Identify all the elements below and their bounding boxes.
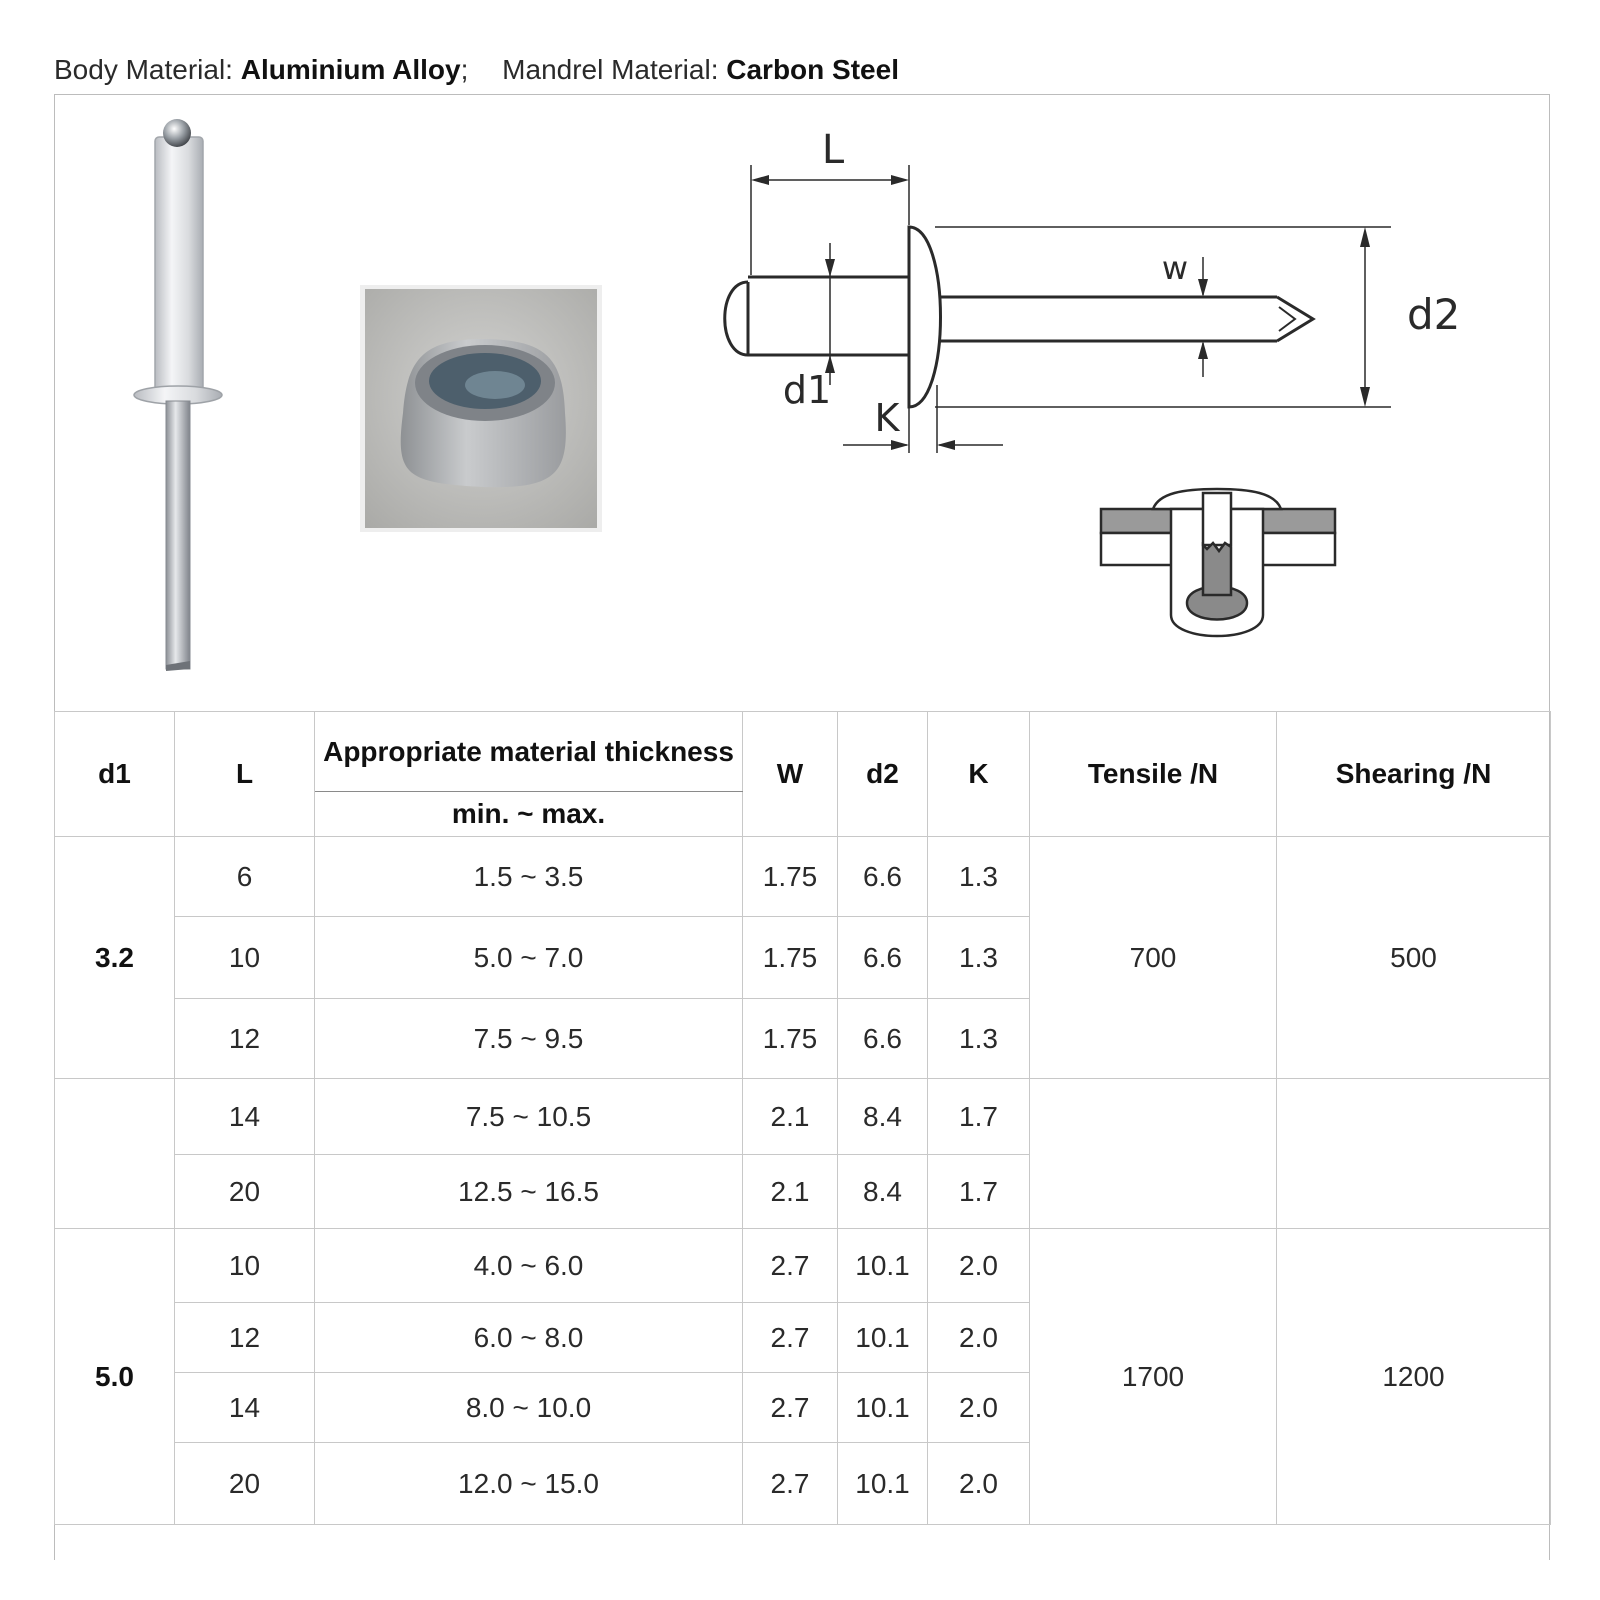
header-K: K xyxy=(927,711,1030,837)
cell-d2: 10.1 xyxy=(837,1372,928,1443)
cell-d2: 6.6 xyxy=(837,998,928,1079)
cell-d2: 10.1 xyxy=(837,1442,928,1525)
header-shearing: Shearing /N xyxy=(1276,711,1551,837)
cell-W: 2.1 xyxy=(742,1154,838,1229)
header-L: L xyxy=(174,711,315,837)
cell-L: 12 xyxy=(174,1302,315,1373)
cell-W: 2.1 xyxy=(742,1078,838,1155)
rivet-closeup-photo xyxy=(360,285,602,532)
cell-K: 1.7 xyxy=(927,1078,1030,1155)
cell-K: 2.0 xyxy=(927,1228,1030,1303)
dim-label-d1: d1 xyxy=(783,368,831,412)
cell-d2: 8.4 xyxy=(837,1154,928,1229)
header-tensile: Tensile /N xyxy=(1029,711,1277,837)
cell-thickness: 5.0 ~ 7.0 xyxy=(314,916,743,999)
cell-thickness: 7.5 ~ 9.5 xyxy=(314,998,743,1079)
cell-d1: 5.0 xyxy=(54,1228,175,1525)
cell-L: 14 xyxy=(174,1372,315,1443)
cell-d2: 10.1 xyxy=(837,1302,928,1373)
cell-thickness: 8.0 ~ 10.0 xyxy=(314,1372,743,1443)
cell-L: 12 xyxy=(174,998,315,1079)
header-d1: d1 xyxy=(54,711,175,837)
cell-K: 2.0 xyxy=(927,1372,1030,1443)
mandrel-material-label: Mandrel Material: xyxy=(502,54,719,85)
cell-d1: 3.2 xyxy=(54,836,175,1079)
cell-L: 20 xyxy=(174,1442,315,1525)
cell-d1 xyxy=(54,1078,175,1229)
header-thickness: Appropriate material thickness xyxy=(314,711,743,792)
cell-shearing xyxy=(1276,1078,1551,1229)
cell-W: 2.7 xyxy=(742,1302,838,1373)
cell-shearing: 1200 xyxy=(1276,1228,1551,1525)
cell-tensile xyxy=(1029,1078,1277,1229)
header-d2: d2 xyxy=(837,711,928,837)
cell-K: 2.0 xyxy=(927,1302,1030,1373)
cell-K: 1.3 xyxy=(927,836,1030,917)
header-W: W xyxy=(742,711,838,837)
cell-W: 2.7 xyxy=(742,1372,838,1443)
dim-label-K: K xyxy=(875,396,901,440)
cell-thickness: 7.5 ~ 10.5 xyxy=(314,1078,743,1155)
cell-W: 2.7 xyxy=(742,1442,838,1525)
installed-rivet-section xyxy=(1099,487,1337,638)
dim-label-w: w xyxy=(1162,249,1188,287)
cell-K: 1.3 xyxy=(927,916,1030,999)
header-thickness-sub: min. ~ max. xyxy=(314,791,743,837)
cell-K: 2.0 xyxy=(927,1442,1030,1525)
material-header: Body Material: Aluminium Alloy; Mandrel … xyxy=(54,54,899,86)
dim-label-d2: d2 xyxy=(1407,290,1460,339)
rivet-figure: L w d2 d1 K xyxy=(133,119,1460,671)
cell-d2: 10.1 xyxy=(837,1228,928,1303)
cell-d2: 6.6 xyxy=(837,836,928,917)
cell-thickness: 6.0 ~ 8.0 xyxy=(314,1302,743,1373)
cell-L: 10 xyxy=(174,1228,315,1303)
cell-W: 1.75 xyxy=(742,836,838,917)
cell-thickness: 12.5 ~ 16.5 xyxy=(314,1154,743,1229)
cell-W: 1.75 xyxy=(742,916,838,999)
cell-W: 2.7 xyxy=(742,1228,838,1303)
rivet-dimension-drawing xyxy=(723,165,1391,453)
cell-K: 1.3 xyxy=(927,998,1030,1079)
body-material-value: Aluminium Alloy xyxy=(240,54,461,85)
cell-L: 10 xyxy=(174,916,315,999)
rivet-photo xyxy=(133,119,223,671)
cell-thickness: 4.0 ~ 6.0 xyxy=(314,1228,743,1303)
spec-table: d1 L Appropriate material thickness W d2… xyxy=(54,711,1551,1525)
cell-thickness: 1.5 ~ 3.5 xyxy=(314,836,743,917)
cell-thickness: 12.0 ~ 15.0 xyxy=(314,1442,743,1525)
mandrel-material-value: Carbon Steel xyxy=(726,54,899,85)
body-material-suffix: ; xyxy=(460,54,469,85)
cell-d2: 8.4 xyxy=(837,1078,928,1155)
cell-tensile: 1700 xyxy=(1029,1228,1277,1525)
cell-K: 1.7 xyxy=(927,1154,1030,1229)
cell-L: 14 xyxy=(174,1078,315,1155)
dim-label-L: L xyxy=(822,127,845,173)
body-material-label: Body Material: xyxy=(54,54,233,85)
cell-tensile: 700 xyxy=(1029,836,1277,1079)
cell-shearing: 500 xyxy=(1276,836,1551,1079)
cell-d2: 6.6 xyxy=(837,916,928,999)
cell-L: 6 xyxy=(174,836,315,917)
cell-W: 1.75 xyxy=(742,998,838,1079)
cell-L: 20 xyxy=(174,1154,315,1229)
